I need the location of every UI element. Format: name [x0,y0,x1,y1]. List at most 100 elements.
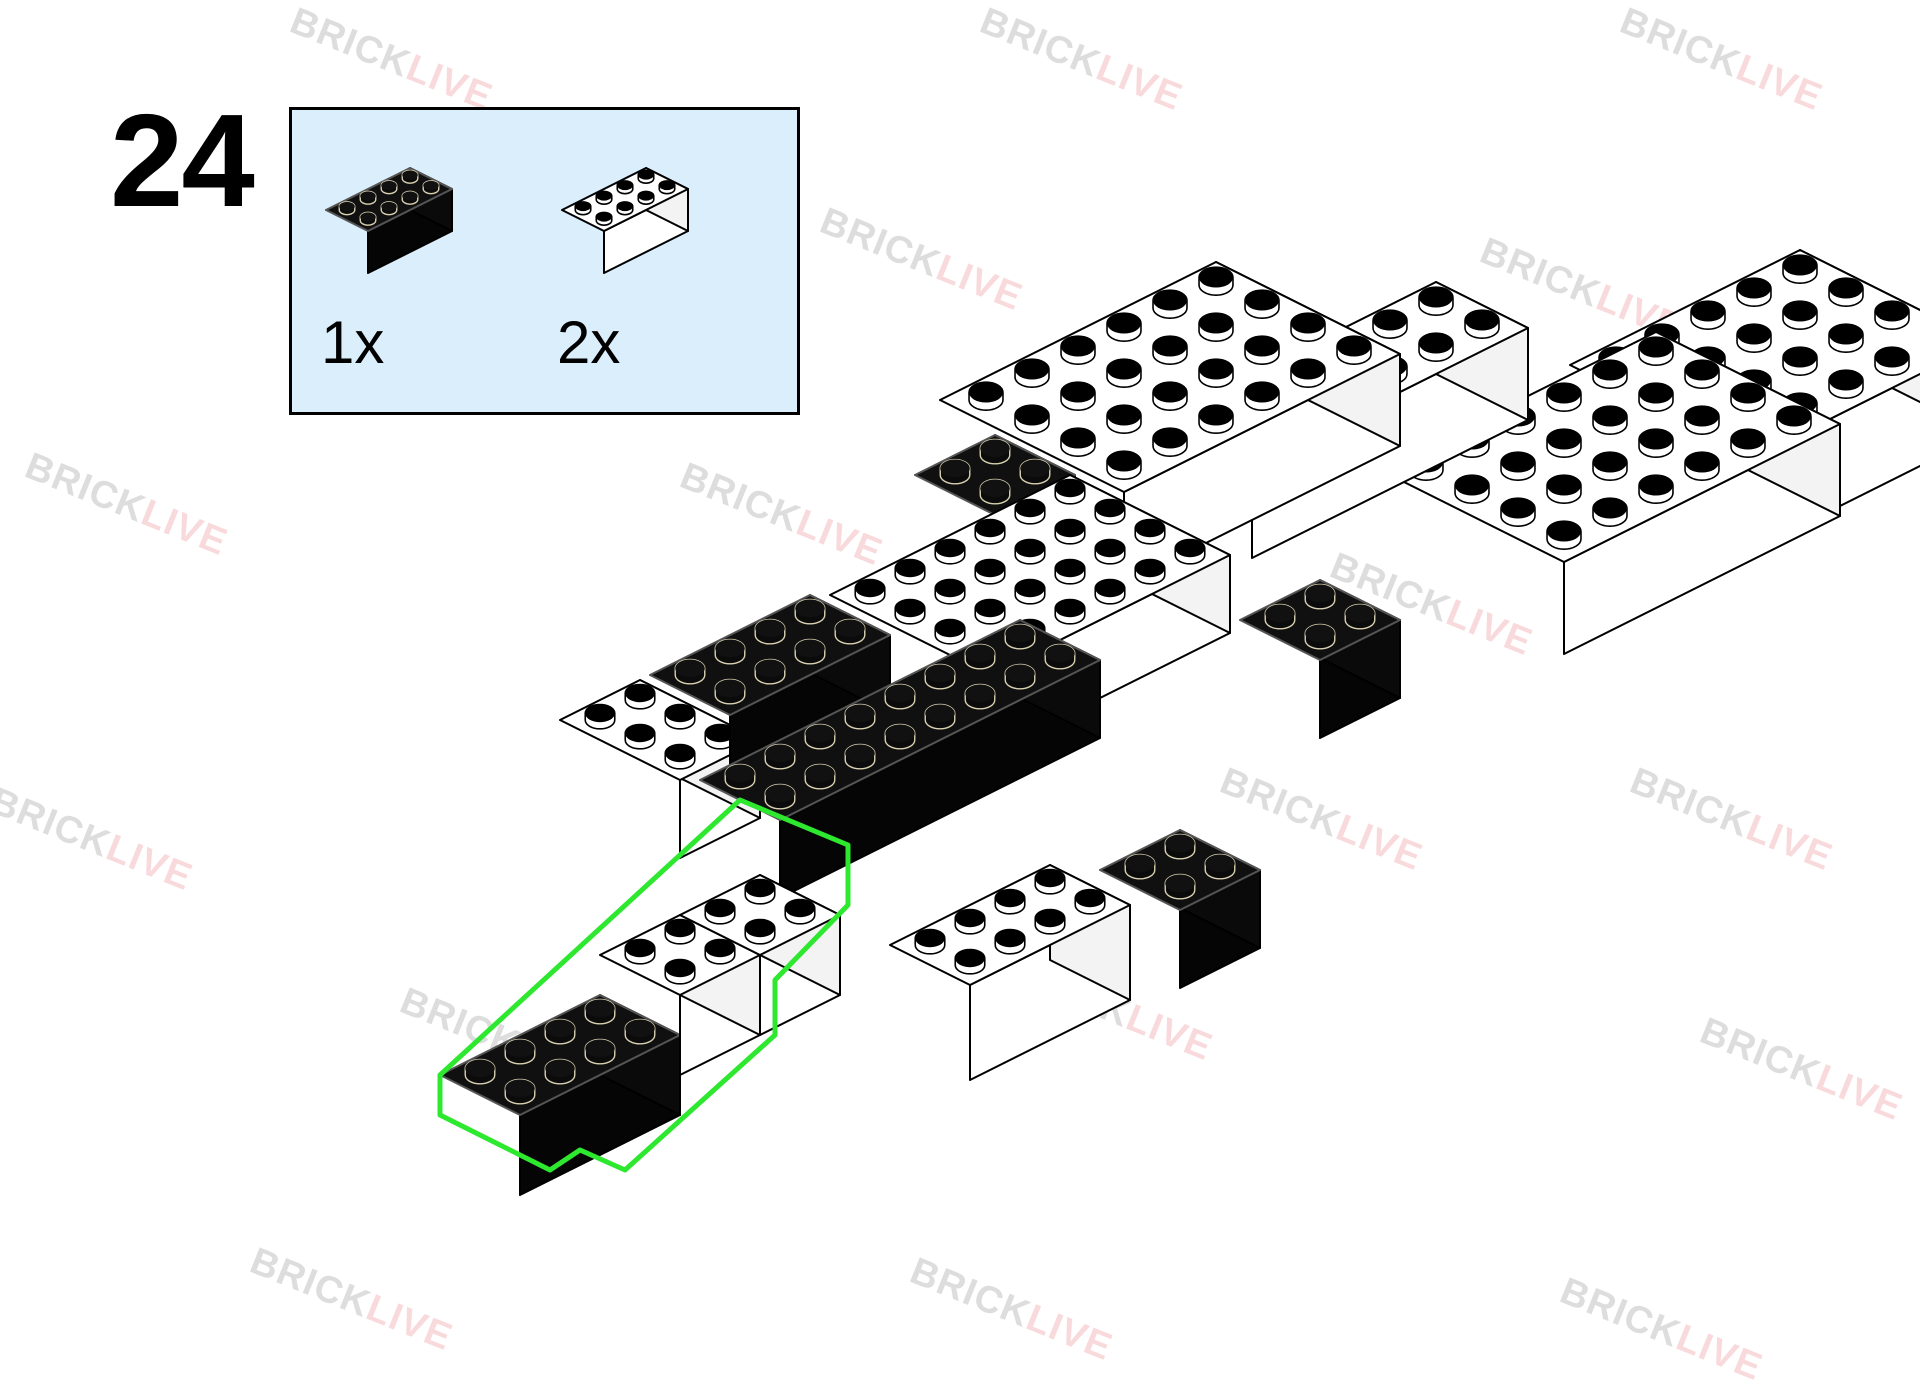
stud [1198,358,1234,388]
stud [1546,474,1582,504]
stud [1736,277,1772,307]
black-2x4-brick-part [325,167,453,274]
stud [964,683,996,710]
stud [1638,336,1674,366]
stud [954,908,986,935]
stud [1164,873,1196,900]
stud [1290,312,1326,342]
stud [994,888,1026,915]
stud [764,783,796,810]
stud [1592,451,1628,481]
stud [1034,868,1066,895]
stud [1344,603,1376,630]
stud [1164,833,1196,860]
stud [979,478,1011,505]
stud [1106,450,1142,480]
stud [1464,309,1500,339]
stud [1638,382,1674,412]
stud [504,1078,536,1105]
stud [1304,623,1336,650]
stud [1684,405,1720,435]
stud [1014,578,1046,605]
build-model-illustration [437,249,1920,1196]
stud [359,190,377,205]
stud [1014,498,1046,525]
stud [1592,359,1628,389]
stud [894,598,926,625]
stud [979,438,1011,465]
stud [754,618,786,645]
stud [464,1058,496,1085]
mid-black-brick-b [1239,579,1401,739]
stud [1014,358,1050,388]
stud [1500,451,1536,481]
stud [1546,382,1582,412]
stud [1782,300,1818,330]
back-white-plate-top [939,261,1401,585]
stud [754,658,786,685]
stud [595,190,613,205]
stud [1174,538,1206,565]
stud [1124,853,1156,880]
stud [1054,518,1086,545]
stud [1054,598,1086,625]
stud [804,763,836,790]
stud [1828,323,1864,353]
stud [1094,538,1126,565]
stud [1684,359,1720,389]
part-black-brick [325,167,453,274]
stud [1014,404,1050,434]
black-bar-b [699,619,1101,899]
stud [624,683,656,710]
stud [974,558,1006,585]
stud [664,703,696,730]
stud [1004,663,1036,690]
stud [1054,558,1086,585]
stud [624,723,656,750]
stud [1106,358,1142,388]
stud [1244,335,1280,365]
stud [1198,312,1234,342]
stud [1546,428,1582,458]
stud [934,618,966,645]
back-white-brick-b [1379,331,1841,655]
stud [1134,518,1166,545]
stud [1074,888,1106,915]
stud [658,180,676,195]
stud [1828,369,1864,399]
stud [1776,405,1812,435]
white-2x4-brick-part [561,167,689,274]
stud [934,538,966,565]
stud [894,558,926,585]
stud [637,190,655,205]
stud [1054,478,1086,505]
stud [704,898,736,925]
stud [914,928,946,955]
stud [1736,323,1772,353]
stud [1152,427,1188,457]
stud [1094,498,1126,525]
stud [544,1058,576,1085]
stud [924,663,956,690]
stud [1152,289,1188,319]
stud [804,723,836,750]
stud [401,169,419,184]
stud [574,201,592,216]
stud [1730,382,1766,412]
stud [1782,254,1818,284]
stud [1060,427,1096,457]
stud [674,658,706,685]
stud [844,743,876,770]
stud [974,598,1006,625]
stud [380,201,398,216]
stud [1418,286,1454,316]
stud [844,703,876,730]
stud [624,1018,656,1045]
stud [884,723,916,750]
stud [1106,312,1142,342]
stud [1152,381,1188,411]
stud [504,1038,536,1065]
stud [1592,405,1628,435]
stud [939,458,971,485]
stud [1500,497,1536,527]
